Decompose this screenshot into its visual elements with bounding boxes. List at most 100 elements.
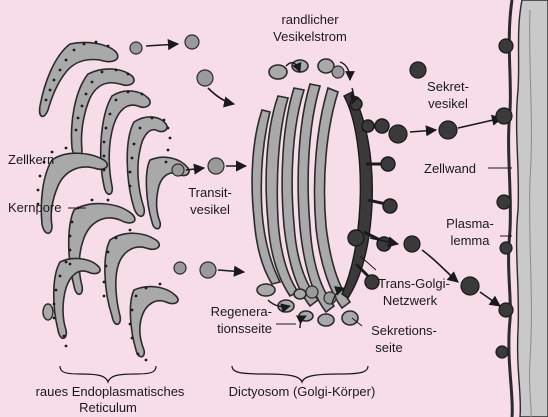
ribosome	[131, 157, 134, 160]
ribosome	[83, 43, 86, 46]
ribosome	[105, 127, 108, 130]
vesicle	[389, 125, 407, 143]
vesicle	[499, 303, 513, 317]
ribosome	[107, 45, 110, 48]
vesicle	[197, 70, 213, 86]
vesicle	[461, 277, 479, 295]
ribosome	[167, 127, 170, 130]
label-sekretions: Sekretions-	[371, 323, 437, 338]
er-fragment	[43, 304, 53, 320]
ribosome	[151, 117, 154, 120]
ribosome	[53, 303, 56, 306]
ribosome	[129, 185, 132, 188]
ribosome	[105, 265, 108, 268]
ribosome	[103, 295, 106, 298]
ribosome	[81, 105, 84, 108]
vesicle	[410, 62, 426, 78]
label-transit: Transit-	[188, 185, 232, 200]
vesicle	[377, 237, 391, 251]
label-dictyosom: Dictyosom (Golgi-Körper)	[229, 384, 376, 399]
vesicle	[375, 119, 389, 133]
ribosome	[103, 281, 106, 284]
ribosome	[163, 119, 166, 122]
vesicle	[185, 35, 199, 49]
ribosome	[127, 91, 130, 94]
vesicle	[381, 157, 395, 171]
label-vesikel-sekret: vesikel	[428, 96, 468, 111]
vesicle	[130, 42, 142, 54]
ribosome	[141, 93, 144, 96]
ribosome	[137, 353, 140, 356]
label-trans-golgi: Trans-Golgi-	[378, 276, 450, 291]
ribosome	[69, 235, 72, 238]
ribosome	[127, 73, 130, 76]
ribosome	[169, 137, 172, 140]
ribosome	[71, 221, 74, 224]
ribosome	[103, 155, 106, 158]
label-sekret: Sekret-	[427, 79, 469, 94]
ribosome	[115, 237, 118, 240]
vesicle	[404, 236, 420, 252]
golgi-bud	[342, 311, 358, 325]
ribosome	[95, 41, 98, 44]
golgi-bud	[257, 284, 275, 296]
ribosome	[129, 229, 132, 232]
ribosome	[39, 175, 42, 178]
ribosome	[65, 261, 68, 264]
vesicle	[348, 230, 364, 246]
ribosome	[65, 147, 68, 150]
label-netzwerk: Netzwerk	[383, 293, 438, 308]
vesicle	[496, 108, 512, 124]
label-regenera: Regenera-	[211, 304, 272, 319]
golgi-bud	[318, 314, 334, 326]
ribosome	[129, 323, 132, 326]
ribosome	[103, 169, 106, 172]
ribosome	[53, 317, 56, 320]
ribosome	[145, 287, 148, 290]
ribosome	[133, 143, 136, 146]
vesicle	[200, 262, 216, 278]
ribosome	[65, 345, 68, 348]
ribosome	[77, 117, 80, 120]
vesicle	[208, 158, 224, 174]
ribosome	[103, 141, 106, 144]
ribosome	[139, 127, 142, 130]
ribosome	[49, 89, 52, 92]
golgi-bud	[294, 289, 306, 299]
ribosome	[165, 161, 168, 164]
vesicle	[496, 346, 508, 358]
label-plasma: Plasma-	[446, 216, 494, 231]
vesicle	[439, 121, 457, 139]
label-zellkern: Zellkern	[8, 152, 54, 167]
ribosome	[63, 335, 66, 338]
ribosome	[55, 289, 58, 292]
ribosome	[59, 275, 62, 278]
golgi-bud	[269, 65, 287, 79]
ribosome	[107, 251, 110, 254]
label-reticulum: Reticulum	[79, 400, 137, 415]
ribosome	[159, 283, 162, 286]
label-kernpore: Kernpore	[8, 200, 61, 215]
ribosome	[131, 309, 134, 312]
label-zellwand: Zellwand	[424, 161, 476, 176]
ribosome	[65, 59, 68, 62]
ribosome	[75, 129, 78, 132]
ribosome	[115, 99, 118, 102]
label-lemma: lemma	[450, 233, 490, 248]
vesicle	[174, 262, 186, 274]
cell-wall	[517, 0, 548, 417]
label-seite: seite	[375, 340, 402, 355]
ribosome	[91, 81, 94, 84]
ribosome	[129, 171, 132, 174]
vesicle	[499, 39, 513, 53]
vesicle	[362, 120, 374, 132]
ribosome	[167, 149, 170, 152]
vesicle	[306, 286, 318, 298]
ribosome	[107, 199, 110, 202]
ribosome	[101, 71, 104, 74]
ribosome	[69, 263, 72, 266]
label-vesikelstrom: Vesikelstrom	[273, 29, 347, 44]
vesicle	[497, 195, 511, 209]
